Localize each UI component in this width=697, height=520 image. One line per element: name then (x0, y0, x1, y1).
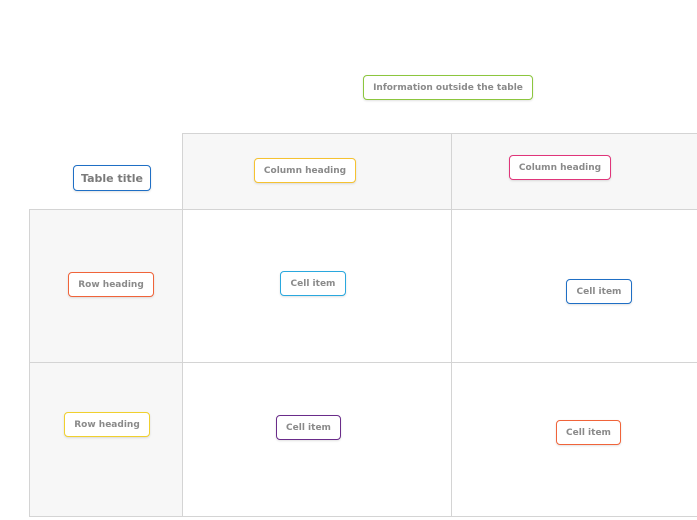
table-title-label[interactable]: Table title (73, 165, 151, 191)
cell-item-r2c2[interactable]: Cell item (556, 420, 621, 445)
column-heading-1[interactable]: Column heading (254, 158, 356, 183)
cell-item-r1c2[interactable]: Cell item (566, 279, 632, 304)
row-header-cell-2 (29, 362, 183, 517)
row-heading-2[interactable]: Row heading (64, 412, 150, 437)
cell-item-r2c1[interactable]: Cell item (276, 415, 341, 440)
column-heading-2[interactable]: Column heading (509, 155, 611, 180)
cell-item-r1c1[interactable]: Cell item (280, 271, 346, 296)
info-outside-table-label[interactable]: Information outside the table (363, 75, 533, 100)
row-heading-1[interactable]: Row heading (68, 272, 154, 297)
